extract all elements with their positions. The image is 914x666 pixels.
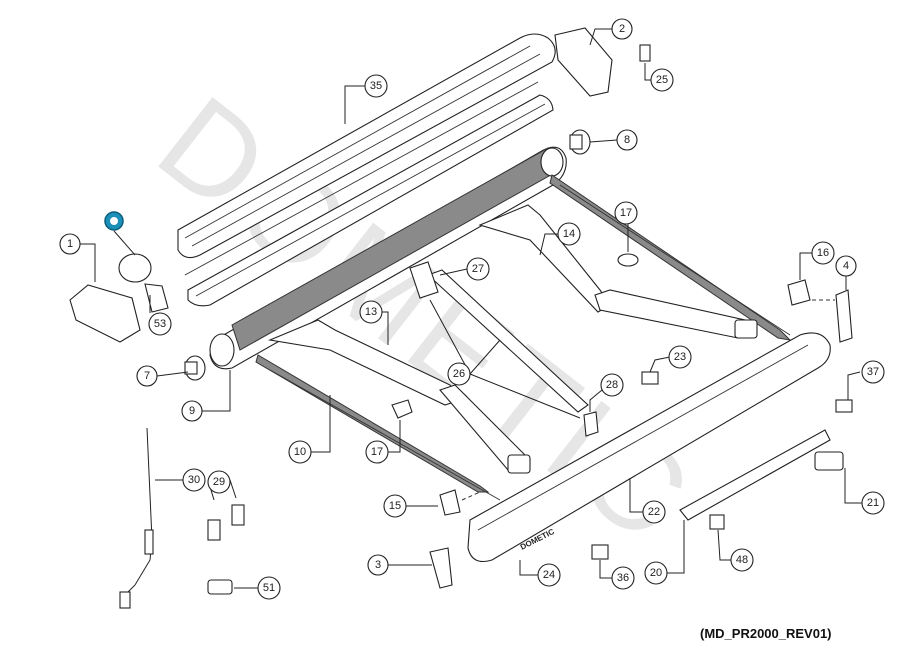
left-arm-part	[268, 319, 531, 474]
strut-part	[409, 261, 599, 437]
callout-27: 27	[466, 257, 490, 281]
callout-21: 21	[861, 491, 885, 515]
clip-36	[591, 544, 609, 560]
callout-14: 14	[557, 222, 581, 246]
plate-25	[639, 44, 651, 62]
callout-30: 30	[182, 468, 206, 492]
svg-text:27: 27	[472, 263, 484, 275]
end-cap-right	[554, 27, 613, 97]
clip-48	[709, 514, 725, 530]
callout-9: 9	[181, 400, 203, 422]
svg-text:15: 15	[389, 500, 401, 512]
svg-text:30: 30	[188, 474, 200, 486]
callout-26: 26	[447, 362, 471, 386]
assembly-lines	[461, 299, 835, 501]
svg-text:17: 17	[371, 446, 383, 458]
leader-lines	[80, 28, 862, 589]
pad-17b	[617, 253, 639, 267]
end-plug-8	[569, 129, 591, 155]
callout-36: 36	[611, 566, 635, 590]
svg-text:29: 29	[213, 476, 225, 488]
clip-37	[835, 399, 853, 413]
crank-handle-30	[119, 427, 154, 609]
callout-13: 13	[359, 300, 383, 324]
bracket-21	[814, 451, 844, 471]
callout-16: 16	[811, 241, 835, 265]
callout-2: 2	[611, 18, 633, 40]
svg-text:37: 37	[867, 366, 879, 378]
callout-23: 23	[668, 345, 692, 369]
right-arm-part	[478, 204, 758, 339]
cap-51	[207, 579, 233, 595]
callout-25: 25	[650, 68, 674, 92]
pad-17a	[391, 399, 413, 419]
bracket-16	[787, 279, 811, 306]
bracket-15	[439, 489, 461, 516]
reference-code: (MD_PR2000_REV01)	[700, 626, 832, 641]
clips-29	[207, 504, 245, 541]
callout-15: 15	[383, 494, 407, 518]
bracket-3	[429, 547, 453, 589]
callout-3: 3	[367, 554, 389, 576]
svg-text:22: 22	[648, 506, 660, 518]
svg-text:1: 1	[67, 238, 73, 250]
lead-rail-part: DOMETIC	[467, 332, 831, 563]
callout-1: 1	[59, 233, 81, 255]
callout-24: 24	[537, 563, 561, 587]
svg-text:20: 20	[650, 567, 662, 579]
callout-4: 4	[835, 255, 857, 277]
callout-53: 53	[148, 312, 172, 336]
callout-51: 51	[257, 576, 281, 600]
callout-8: 8	[616, 129, 638, 151]
svg-text:35: 35	[370, 80, 382, 92]
bracket-4	[835, 289, 853, 343]
roller-tube-part	[209, 146, 567, 370]
svg-text:51: 51	[263, 582, 275, 594]
svg-text:10: 10	[294, 446, 306, 458]
svg-text:17: 17	[620, 207, 632, 219]
svg-text:23: 23	[674, 351, 686, 363]
svg-text:53: 53	[154, 318, 166, 330]
svg-text:8: 8	[624, 134, 630, 146]
svg-text:4: 4	[843, 260, 849, 272]
svg-text:21: 21	[867, 497, 879, 509]
motor-bracket-53	[118, 253, 169, 313]
svg-text:3: 3	[375, 559, 381, 571]
svg-text:7: 7	[144, 370, 150, 382]
svg-text:13: 13	[365, 306, 377, 318]
svg-text:24: 24	[543, 569, 555, 581]
svg-text:48: 48	[736, 554, 748, 566]
callout-20: 20	[644, 561, 668, 585]
callout-35: 35	[364, 74, 388, 98]
upper-profile-part	[184, 81, 554, 307]
svg-text:14: 14	[563, 228, 575, 240]
svg-text:36: 36	[617, 572, 629, 584]
svg-text:28: 28	[606, 379, 618, 391]
highlight-icon	[104, 211, 124, 231]
end-cap-left	[69, 284, 141, 343]
top-cover-part	[177, 33, 556, 259]
svg-text:25: 25	[656, 74, 668, 86]
callout-10: 10	[288, 440, 312, 464]
svg-text:9: 9	[189, 405, 195, 417]
svg-text:16: 16	[817, 247, 829, 259]
callout-29: 29	[207, 470, 231, 494]
callout-17a: 17	[365, 440, 389, 464]
clip-23	[641, 371, 659, 385]
svg-text:26: 26	[453, 368, 465, 380]
fabric-part	[255, 174, 792, 501]
callout-22: 22	[642, 500, 666, 524]
callout-7: 7	[136, 365, 158, 387]
callout-37: 37	[861, 360, 885, 384]
end-plug-7	[184, 355, 206, 381]
callout-28: 28	[600, 373, 624, 397]
slide-20	[679, 429, 831, 521]
svg-text:2: 2	[619, 23, 625, 35]
callout-17b: 17	[614, 201, 638, 225]
callout-48: 48	[730, 548, 754, 572]
